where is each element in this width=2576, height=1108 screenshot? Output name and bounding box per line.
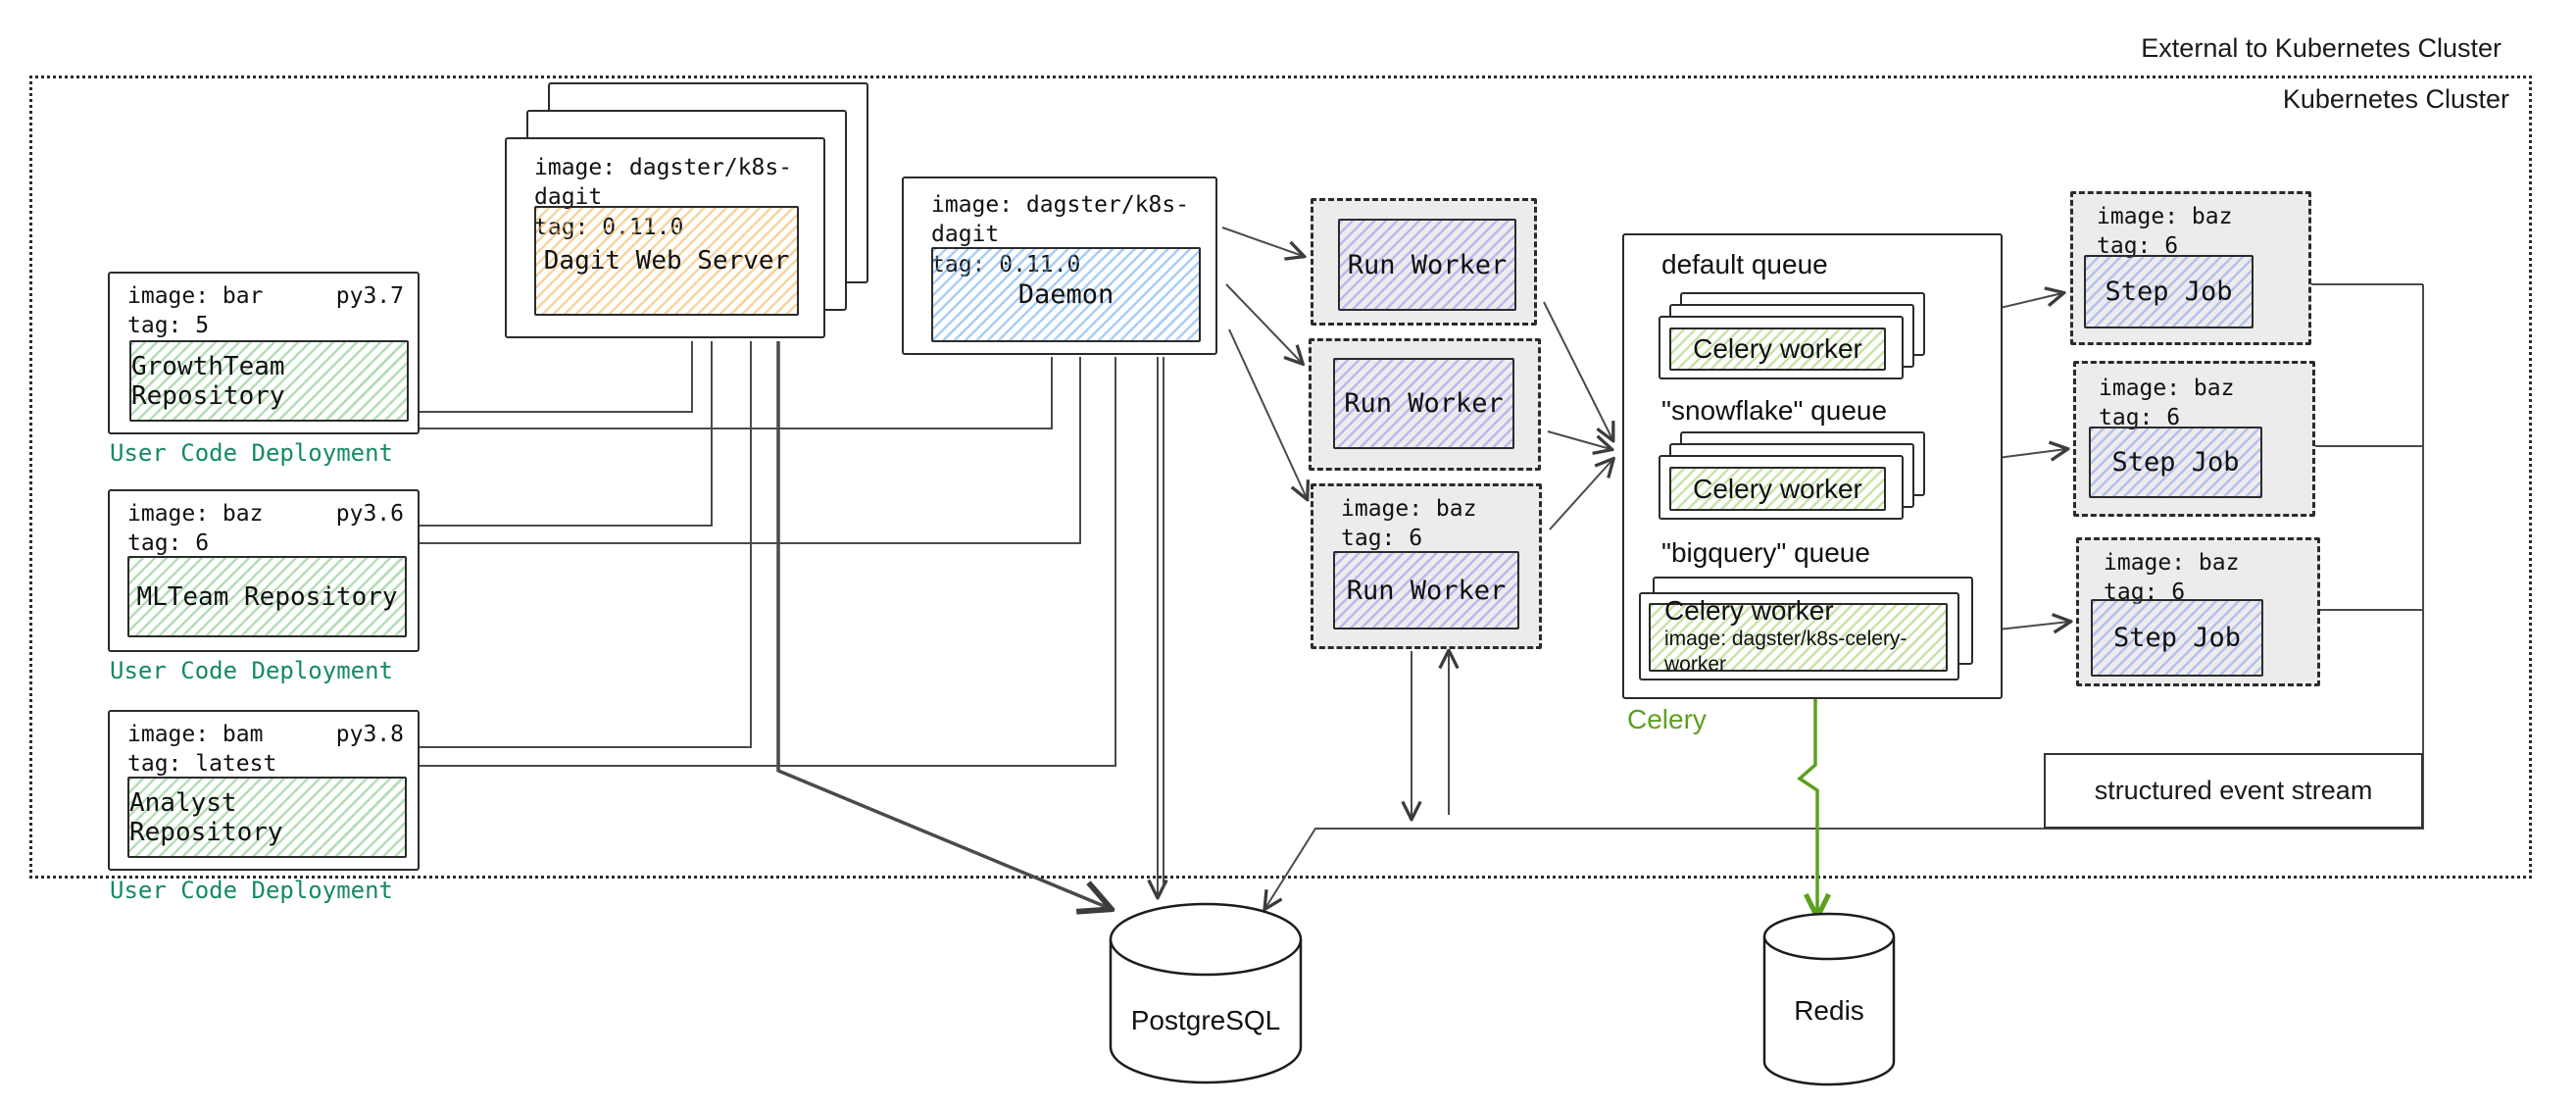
step-job-2: image: baz tag: 6 Step Job — [2073, 361, 2315, 517]
step-job-1-box: Step Job — [2084, 255, 2254, 328]
celery-worker-2-box: Celery worker — [1669, 467, 1886, 511]
repo1-name: GrowthTeam Repository — [131, 351, 285, 411]
event-stream-label: structured event stream — [2094, 776, 2373, 805]
celery-worker-3-box: Celery worker image: dagster/k8s-celery-… — [1649, 596, 1948, 676]
redis-database: Redis — [1762, 912, 1896, 1086]
step-job-1-label: Step Job — [2105, 277, 2233, 307]
run-worker-2: Run Worker — [1309, 338, 1541, 471]
arrow-daemon-runworker2 — [1225, 283, 1302, 363]
arrow-runworker1-celery — [1543, 301, 1612, 439]
repo1-python: py3.7 — [335, 283, 404, 309]
repo3-box: Analyst Repository — [127, 777, 407, 858]
repo2-python: py3.6 — [335, 501, 404, 527]
user-code-deployment-2: image: baz py3.6 tag: 6 MLTeam Repositor… — [108, 489, 420, 652]
dagit-web-server: image: dagster/k8s-dagit tag: 0.11.0 Dag… — [505, 137, 825, 338]
arrow-runworker3-celery — [1549, 460, 1612, 530]
wire-repo3-dagit — [419, 341, 752, 748]
run-worker-1: Run Worker — [1311, 198, 1537, 326]
daemon-box: Daemon — [931, 247, 1201, 342]
repo2-box: MLTeam Repository — [127, 556, 407, 637]
step-job-3-label: Step Job — [2112, 623, 2242, 653]
celery-worker-3: Celery worker image: dagster/k8s-celery-… — [1639, 592, 1959, 680]
wire-repo2-dagit — [419, 341, 713, 527]
postgresql-database: PostgreSQL — [1109, 902, 1303, 1084]
repo2-name: MLTeam Repository — [136, 581, 398, 612]
daemon-pod: image: dagster/k8s-dagit tag: 0.11.0 Dae… — [902, 176, 1217, 355]
run-worker-3-box: Run Worker — [1333, 551, 1519, 630]
dagit-box: Dagit Web Server — [534, 206, 799, 316]
bigquery-queue-title: "bigquery" queue — [1661, 537, 1870, 568]
repo1-tag: tag: 5 — [127, 313, 210, 339]
event-stream-label-box: structured event stream — [2044, 753, 2423, 829]
run-worker-3: image: baz tag: 6 Run Worker — [1311, 483, 1542, 649]
celery-worker-1-box: Celery worker — [1669, 327, 1886, 371]
dagit-image: image: dagster/k8s-dagit — [534, 155, 793, 211]
run-worker-1-label: Run Worker — [1347, 249, 1508, 280]
wire-repo1-daemon — [419, 357, 1053, 429]
wire-repo2-daemon — [419, 357, 1081, 544]
celery-container: default queue Celery worker "snowflake" … — [1622, 233, 2003, 699]
repo2-image: image: baz — [127, 501, 264, 527]
daemon-image: image: dagster/k8s-dagit — [931, 192, 1190, 248]
arrow-daemon-runworker1 — [1221, 227, 1303, 256]
default-queue-title: default queue — [1661, 249, 1828, 279]
run-worker-2-label: Run Worker — [1344, 388, 1504, 419]
repo3-image: image: bam — [127, 722, 264, 747]
arrow-celery-redis — [1797, 686, 1817, 915]
wire-repo1-dagit — [419, 341, 693, 413]
repo3-tag: tag: latest — [127, 751, 277, 778]
celery-worker-1: Celery worker — [1659, 316, 1904, 379]
repo1-box: GrowthTeam Repository — [129, 340, 409, 422]
user-code-deployment-2-caption: User Code Deployment — [110, 657, 393, 684]
user-code-deployment-3: image: bam py3.8 tag: latest Analyst Rep… — [108, 710, 420, 871]
wire-repo3-daemon — [419, 357, 1116, 767]
kubernetes-cluster-boundary — [29, 76, 2532, 879]
run-worker-1-box: Run Worker — [1338, 219, 1516, 311]
run-worker-3-image: image: baz — [1341, 496, 1477, 522]
repo3-name: Analyst Repository — [129, 787, 283, 847]
repo1-image: image: bar — [127, 283, 264, 309]
step-job-2-image: image: baz — [2099, 376, 2235, 401]
dagit-name: Dagit Web Server — [543, 246, 790, 276]
repo3-python: py3.8 — [335, 722, 404, 747]
kubernetes-cluster-label: Kubernetes Cluster — [2282, 84, 2509, 114]
run-worker-2-box: Run Worker — [1333, 358, 1514, 449]
redis-label: Redis — [1794, 995, 1864, 1026]
external-cluster-label: External to Kubernetes Cluster — [2141, 33, 2502, 63]
step-job-3-image: image: baz — [2104, 550, 2240, 576]
celery-worker-2-label: Celery worker — [1693, 473, 1862, 504]
run-worker-3-label: Run Worker — [1346, 575, 1507, 606]
wire-dagit-postgres — [776, 341, 1109, 908]
celery-worker-1-label: Celery worker — [1693, 333, 1862, 364]
user-code-deployment-3-caption: User Code Deployment — [110, 877, 393, 904]
run-worker-3-tag: tag: 6 — [1341, 526, 1423, 552]
celery-label: Celery — [1627, 704, 1707, 734]
daemon-name: Daemon — [1017, 279, 1115, 310]
step-job-3-box: Step Job — [2091, 599, 2263, 677]
celery-worker-3-image: image: dagster/k8s-celery-worker — [1664, 628, 1907, 677]
repo2-tag: tag: 6 — [127, 530, 210, 557]
step-job-1-image: image: baz — [2097, 204, 2233, 229]
step-job-2-box: Step Job — [2089, 427, 2262, 498]
user-code-deployment-1-caption: User Code Deployment — [110, 439, 393, 467]
arrow-runworker2-celery — [1547, 430, 1610, 449]
celery-worker-2: Celery worker — [1659, 455, 1904, 520]
arrow-daemon-runworker3 — [1228, 328, 1307, 498]
user-code-deployment-1: image: bar py3.7 tag: 5 GrowthTeam Repos… — [108, 272, 420, 434]
step-job-1: image: baz tag: 6 Step Job — [2070, 191, 2311, 345]
step-job-3: image: baz tag: 6 Step Job — [2076, 537, 2320, 686]
postgresql-label: PostgreSQL — [1131, 1005, 1281, 1035]
step-job-2-label: Step Job — [2111, 447, 2240, 478]
celery-worker-3-label: Celery worker — [1664, 595, 1834, 627]
wire-event-stream — [1265, 284, 2424, 908]
snowflake-queue-title: "snowflake" queue — [1661, 395, 1888, 426]
